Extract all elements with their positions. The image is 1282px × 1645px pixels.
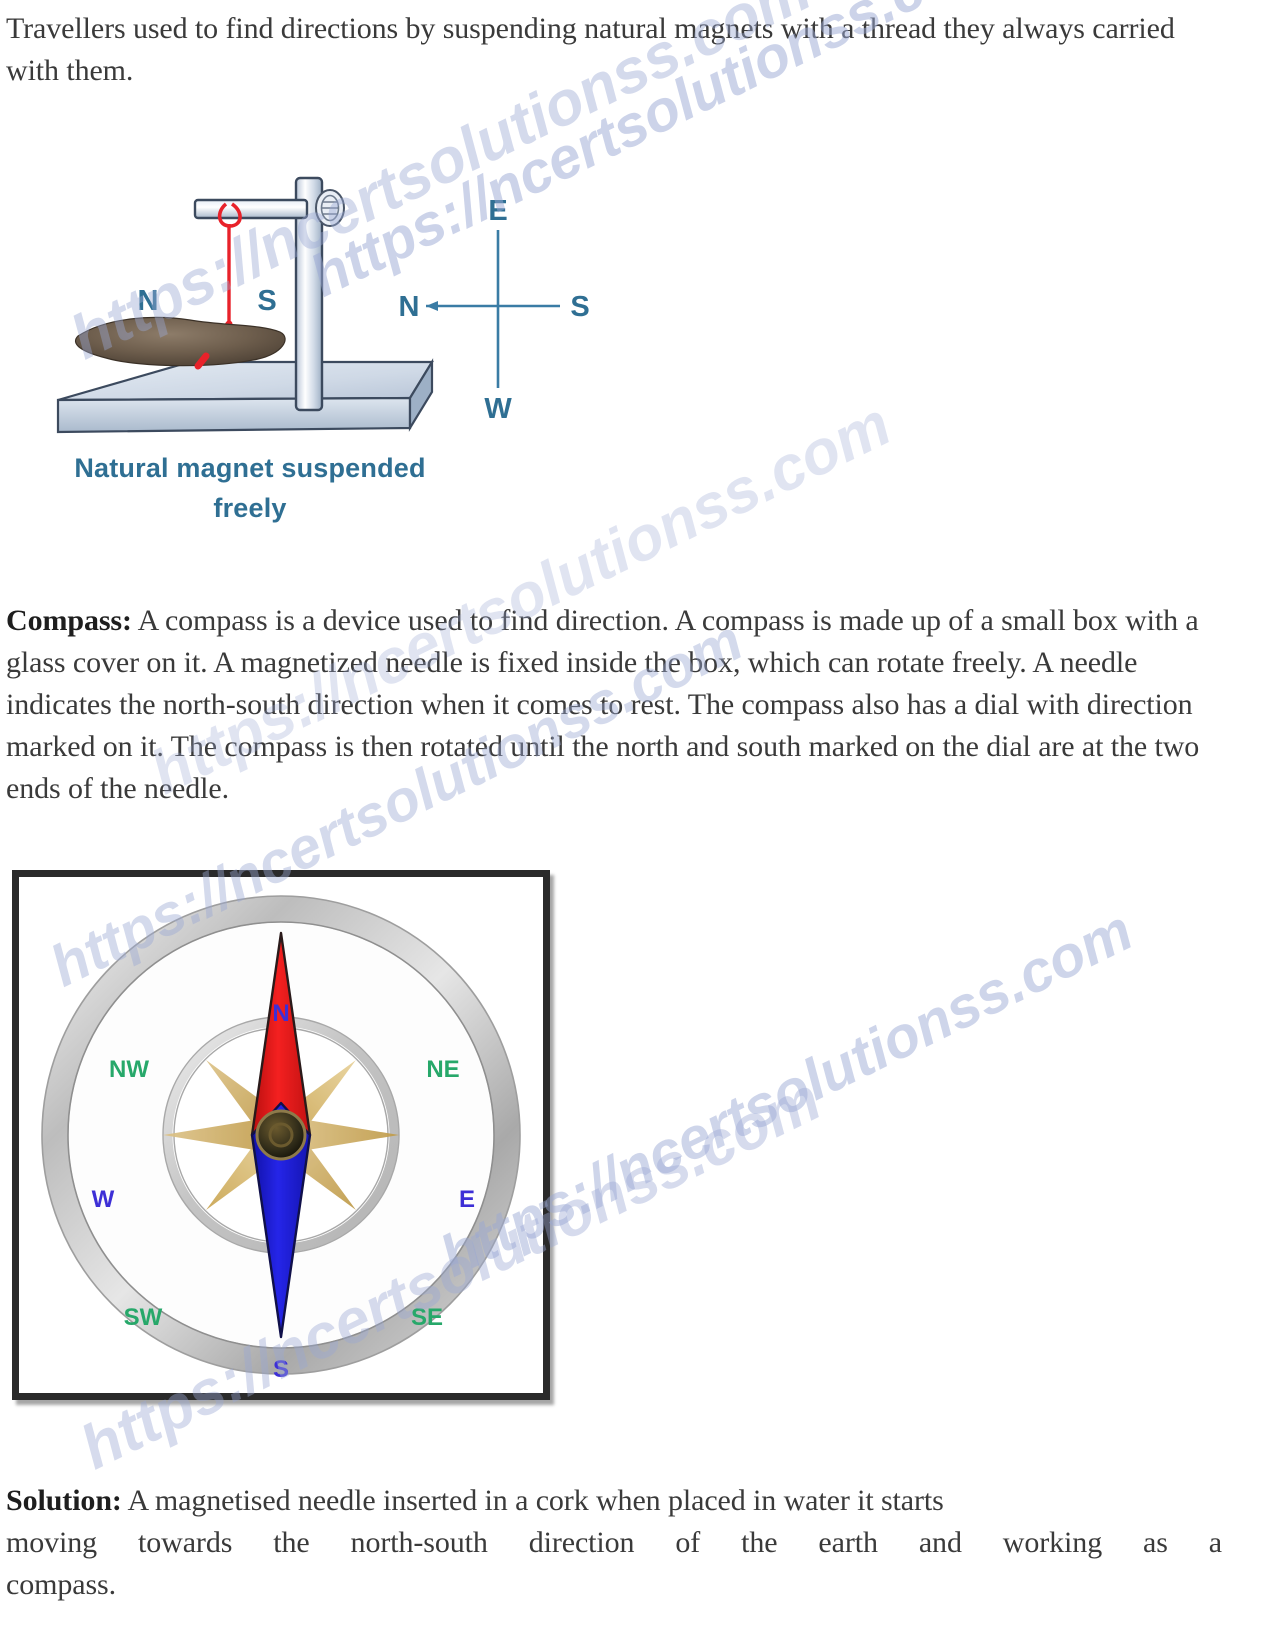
solution-line-2: moving towards the north-south direction… [6, 1522, 1222, 1564]
compass-label-w: W [92, 1186, 115, 1213]
clamp-screw-icon [315, 189, 345, 227]
compass-needle-south [250, 1101, 312, 1339]
cross-label-north: N [399, 291, 420, 323]
compass-label-n: N [272, 1000, 289, 1027]
compass-body-text: A compass is a device used to find direc… [6, 604, 1200, 805]
magnet-label-north: N [138, 285, 159, 317]
compass-outer-ring-edge [41, 895, 521, 1375]
solution-text-2: moving towards the north-south direction… [6, 1526, 1222, 1559]
compass-outer-ring-inner-edge [67, 921, 495, 1349]
solution-heading: Solution: [6, 1484, 122, 1517]
compass-label-sw: SW [124, 1304, 163, 1331]
compass-label-s: S [273, 1356, 289, 1383]
figure-caption-line2: freely [213, 493, 287, 523]
figure-caption: Natural magnet suspended freely [40, 448, 460, 528]
solution-line-3: compass. [6, 1568, 117, 1601]
solution-paragraph: Solution: A magnetised needle inserted i… [6, 1480, 1222, 1606]
stand-vertical-rod [294, 176, 324, 412]
compass-pivot-hub [255, 1109, 307, 1161]
compass-label-ne: NE [426, 1056, 459, 1083]
solution-line-1: Solution: A magnetised needle inserted i… [6, 1480, 1222, 1522]
solution-text-1: A magnetised needle inserted in a cork w… [121, 1484, 944, 1517]
compass-needle [250, 931, 312, 1339]
compass-paragraph: Compass: A compass is a device used to f… [6, 600, 1206, 810]
figure-caption-line1: Natural magnet suspended [74, 453, 426, 483]
intro-paragraph: Travellers used to find directions by su… [6, 12, 1175, 87]
compass-outer-ring [42, 896, 520, 1374]
magnet-label-south: S [257, 285, 276, 317]
stand-horizontal-arm [193, 198, 309, 220]
figure-suspended-magnet: N S E W N S [20, 140, 640, 540]
compass-heading: Compass: [6, 604, 132, 637]
compass-illustration: N NE E SE S SW W NW [41, 895, 521, 1383]
suspended-magnet-illustration: N S E W N S [56, 176, 590, 434]
cross-label-south: S [570, 291, 589, 323]
stand-base [56, 358, 434, 434]
figure-compass: N NE E SE S SW W NW [12, 870, 550, 1400]
cross-label-east: E [488, 195, 507, 227]
compass-label-se: SE [411, 1304, 443, 1331]
cross-label-west: W [484, 393, 512, 425]
direction-cross: E W N S [399, 195, 590, 425]
compass-label-e: E [459, 1186, 475, 1213]
natural-magnet [75, 316, 286, 370]
compass-label-nw: NW [109, 1056, 149, 1083]
